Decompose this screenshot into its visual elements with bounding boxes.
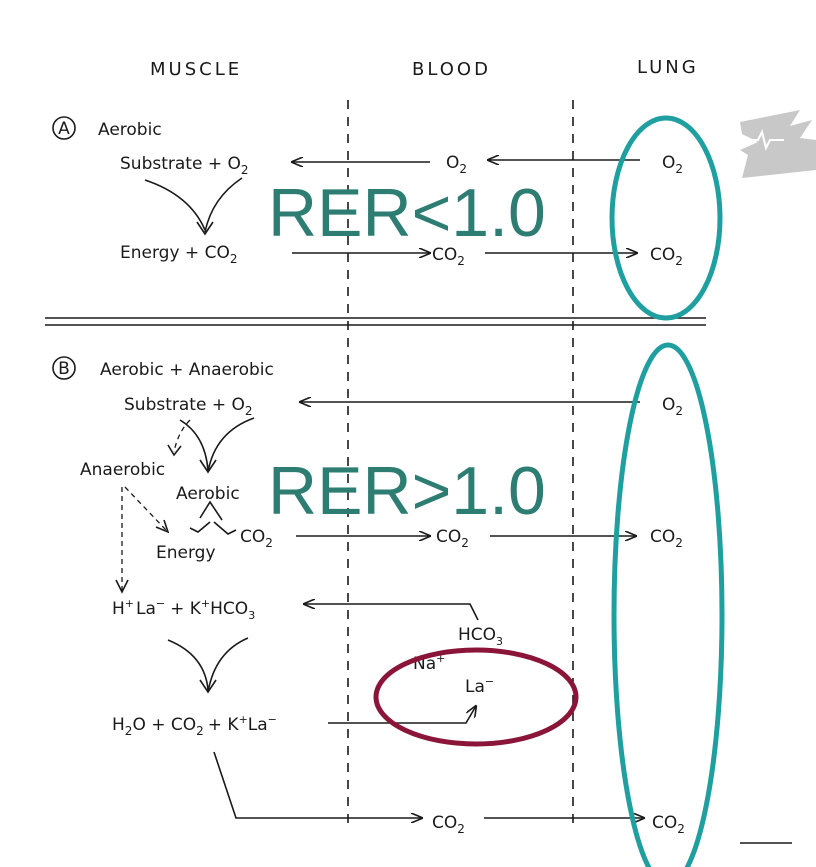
- panel-a-marker-circle: [52, 116, 76, 140]
- panel-a-blood-o2: O2: [446, 153, 467, 176]
- panel-b-buffer-curve-left: [167, 639, 209, 691]
- panel-a-blood-co2: CO2: [432, 245, 465, 268]
- header-muscle: MUSCLE: [150, 59, 242, 80]
- panel-a-energy: Energy + CO2: [120, 243, 237, 266]
- panel-b-lactate-arrowhead: [115, 579, 129, 594]
- panel-b-anaerobic-dashed-curve: [173, 419, 191, 453]
- panel-b-aerobic-arrowhead: [199, 459, 217, 474]
- panel-b-bottom-blood-co2: CO2: [432, 813, 465, 836]
- panel-b-arrow-hco3-to-muscle: [304, 604, 479, 621]
- panel-a-marker: A: [58, 119, 70, 139]
- panel-b-anaerobic-energy-arrowhead: [155, 519, 170, 534]
- panel-a-metabolism-curve-left: [144, 179, 206, 231]
- panel-b-product-equation: H2O + CO2+ K+La−: [112, 713, 277, 738]
- panel-b-arrow-lactate-to-blood: [328, 706, 476, 724]
- panel-b-energy-split-icon: [199, 500, 223, 521]
- panel-b-arrow-co2-bottom-to-blood: [213, 751, 422, 818]
- panel-b-anaerobic-to-energy-dashed: [124, 486, 167, 531]
- panel-b-co2-muscle: CO2: [240, 527, 273, 550]
- panel-b-blood-la: La−: [465, 675, 494, 697]
- panel-b-energy: Energy: [156, 543, 216, 563]
- header-lung: LUNG: [637, 57, 699, 78]
- panel-b-energy-split-left: [189, 521, 211, 533]
- panel-b-lung-o2: O2: [662, 395, 683, 418]
- lung-highlight-ellipse-b: [611, 342, 725, 867]
- rer-less-than-one-label: RER<1.0: [268, 175, 546, 251]
- panel-b-aerobic-curve-right: [207, 417, 255, 473]
- rer-greater-than-one-label: RER>1.0: [268, 453, 546, 529]
- panel-b-buffer-arrowhead: [199, 679, 217, 694]
- heart-pulse-logo-icon: [740, 110, 816, 178]
- panel-b-blood-co2: CO2: [436, 527, 469, 550]
- panel-b-blood-hco3: HCO3: [458, 625, 503, 648]
- panel-b-marker-circle: [52, 356, 76, 380]
- panel-b-buffer-equation: H+La−+ K+HCO3: [112, 597, 255, 622]
- panel-b-aerobic-curve-left: [179, 419, 209, 471]
- panel-a-lung-co2: CO2: [650, 245, 683, 268]
- panel-b-energy-split-right: [213, 521, 237, 535]
- panel-a-lung-o2: O2: [662, 153, 683, 176]
- panel-a-metabolism-arrowhead: [196, 221, 214, 236]
- panel-b-aerobic: Aerobic: [176, 484, 240, 504]
- panel-b-marker: B: [58, 359, 70, 379]
- panel-b-buffer-curve-right: [207, 637, 249, 693]
- header-blood: BLOOD: [412, 59, 491, 80]
- panel-b-substrate: Substrate + O2: [124, 395, 252, 418]
- lactate-highlight-ellipse: [373, 647, 579, 747]
- panel-b-bottom-lung-co2: CO2: [652, 813, 685, 836]
- panel-a-title: Aerobic: [98, 120, 162, 140]
- panel-b-title: Aerobic + Anaerobic: [100, 360, 274, 380]
- panel-a-metabolism-curve-right: [204, 177, 243, 233]
- panel-b-anaerobic: Anaerobic: [80, 460, 165, 480]
- panel-b-lung-co2: CO2: [650, 527, 683, 550]
- panel-a-substrate: Substrate + O2: [120, 154, 248, 177]
- lung-highlight-ellipse-a: [609, 115, 723, 321]
- panel-b-anaerobic-arrowhead: [167, 444, 182, 457]
